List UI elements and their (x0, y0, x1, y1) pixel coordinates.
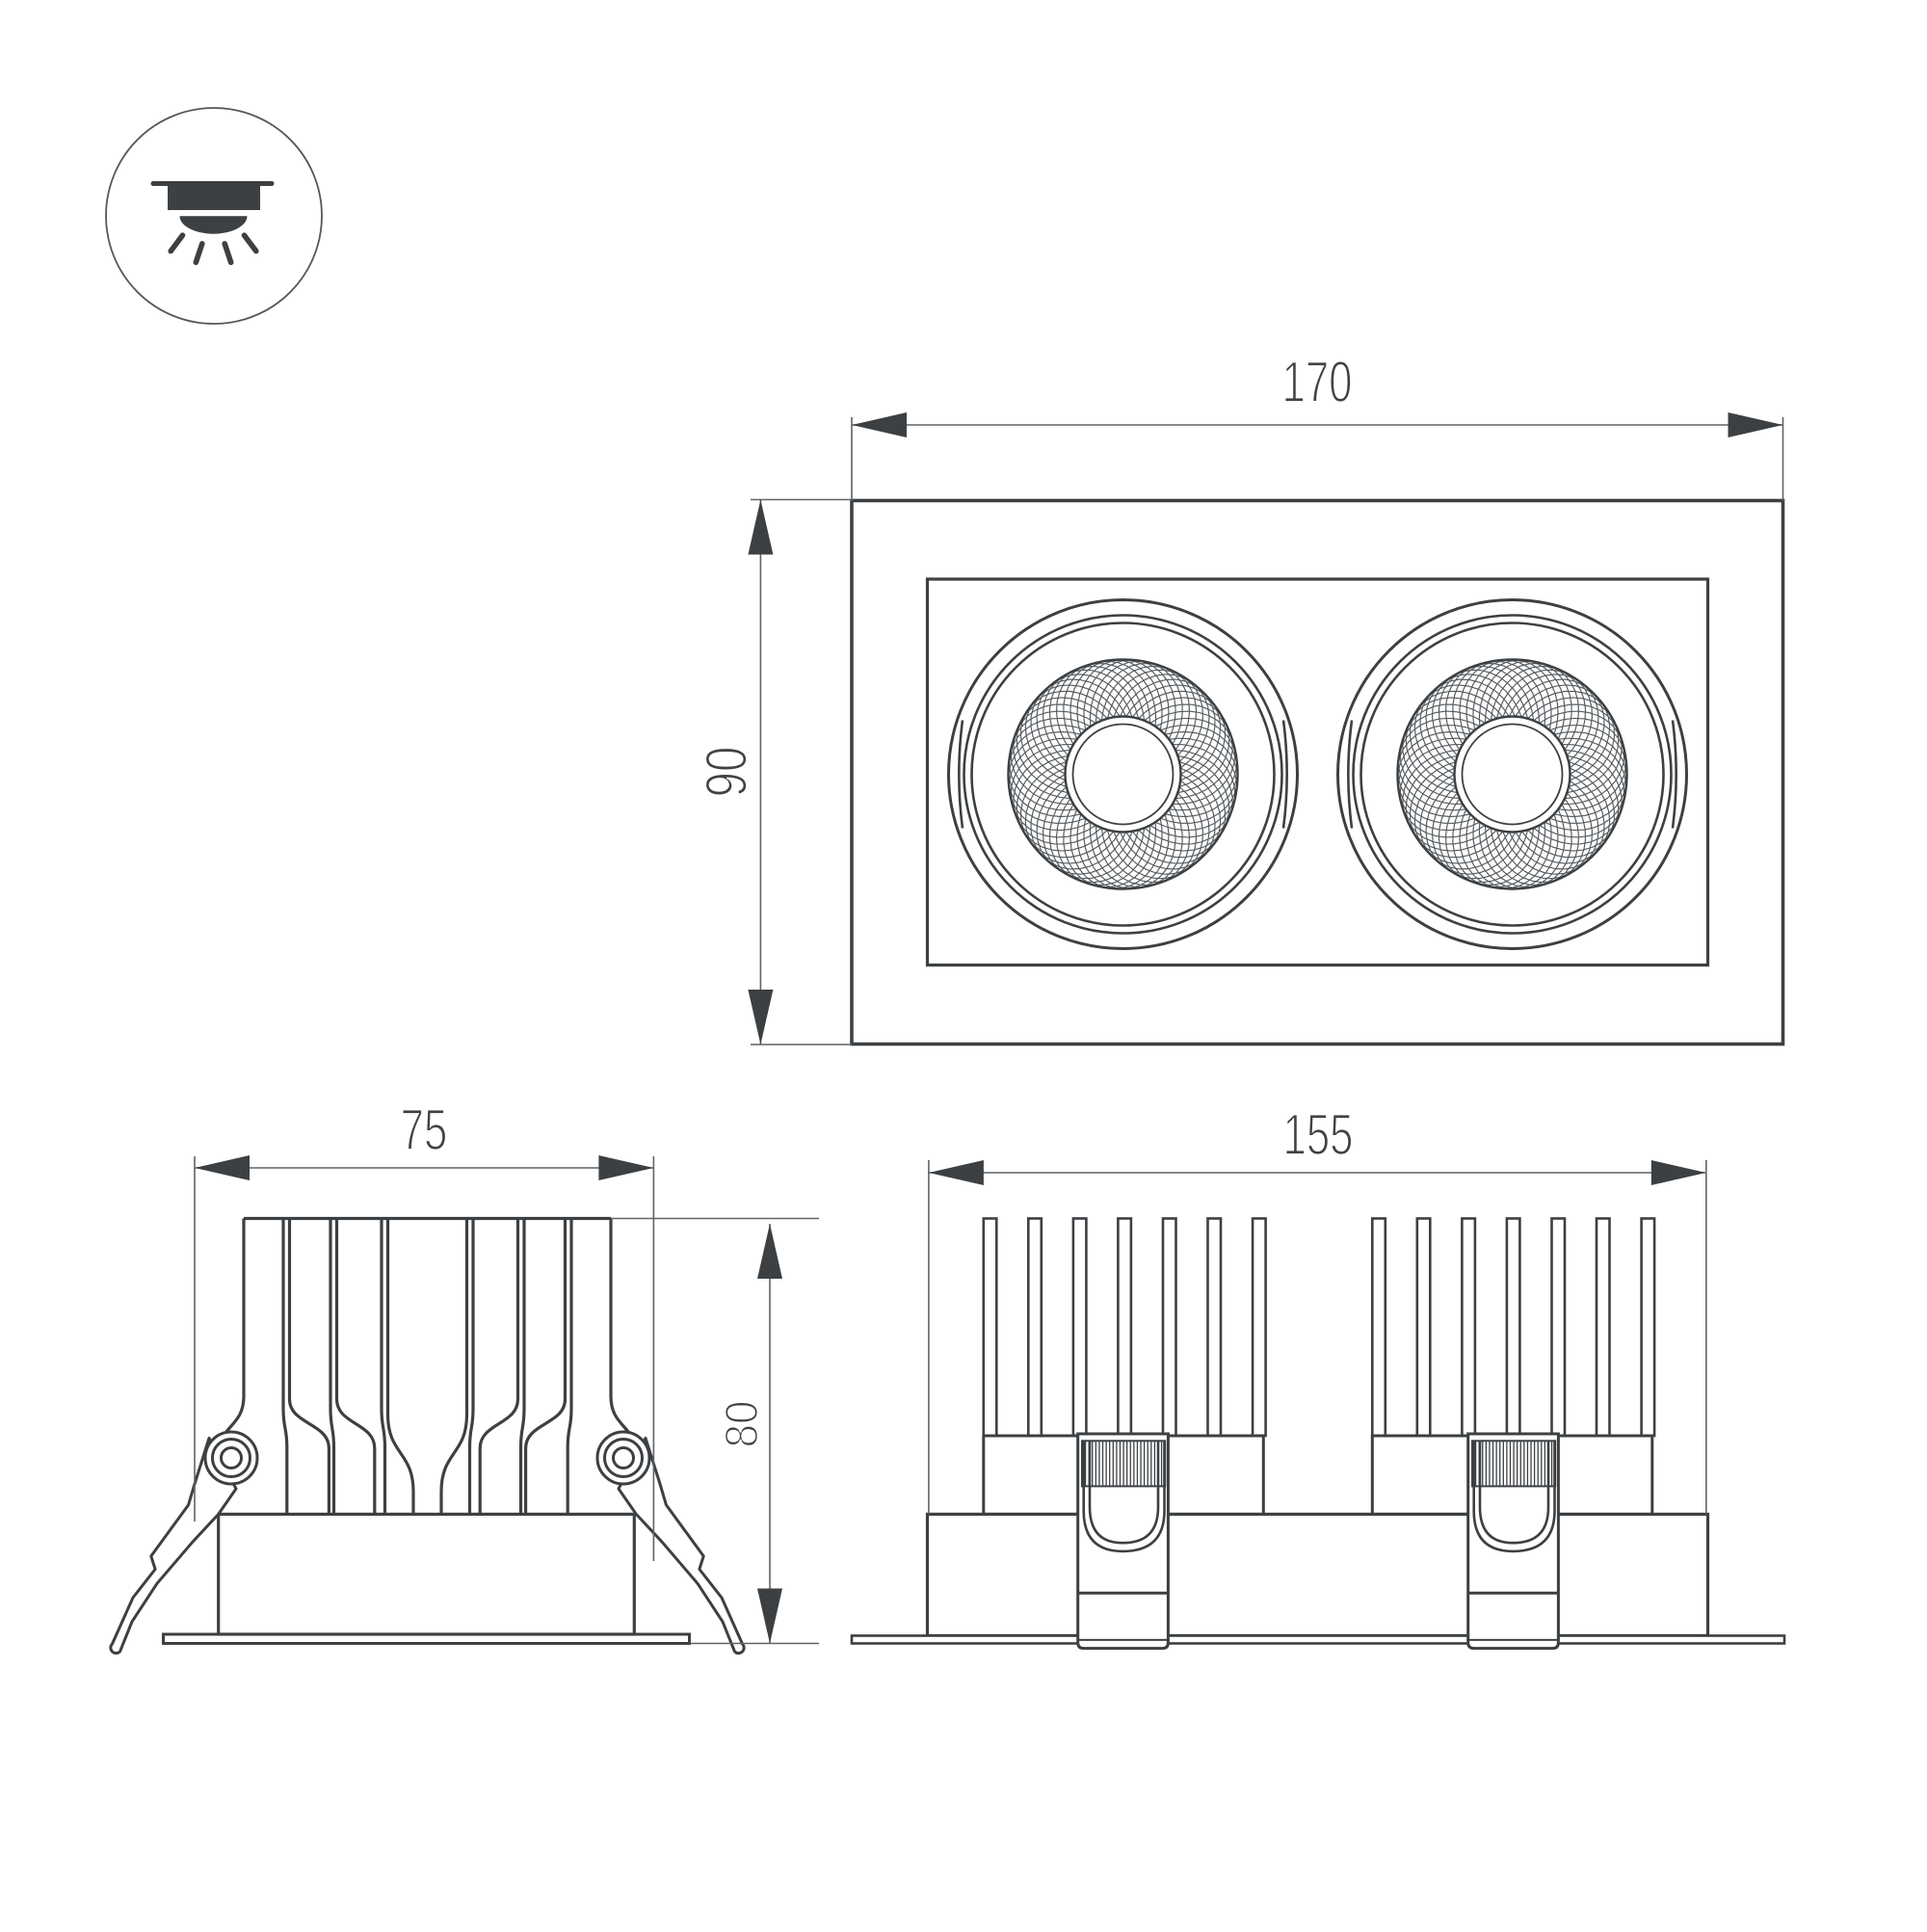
svg-text:155: 155 (1282, 1102, 1353, 1167)
svg-text:80: 80 (715, 1400, 767, 1447)
svg-text:170: 170 (1281, 350, 1352, 414)
svg-text:90: 90 (695, 747, 759, 798)
svg-text:75: 75 (401, 1098, 448, 1162)
